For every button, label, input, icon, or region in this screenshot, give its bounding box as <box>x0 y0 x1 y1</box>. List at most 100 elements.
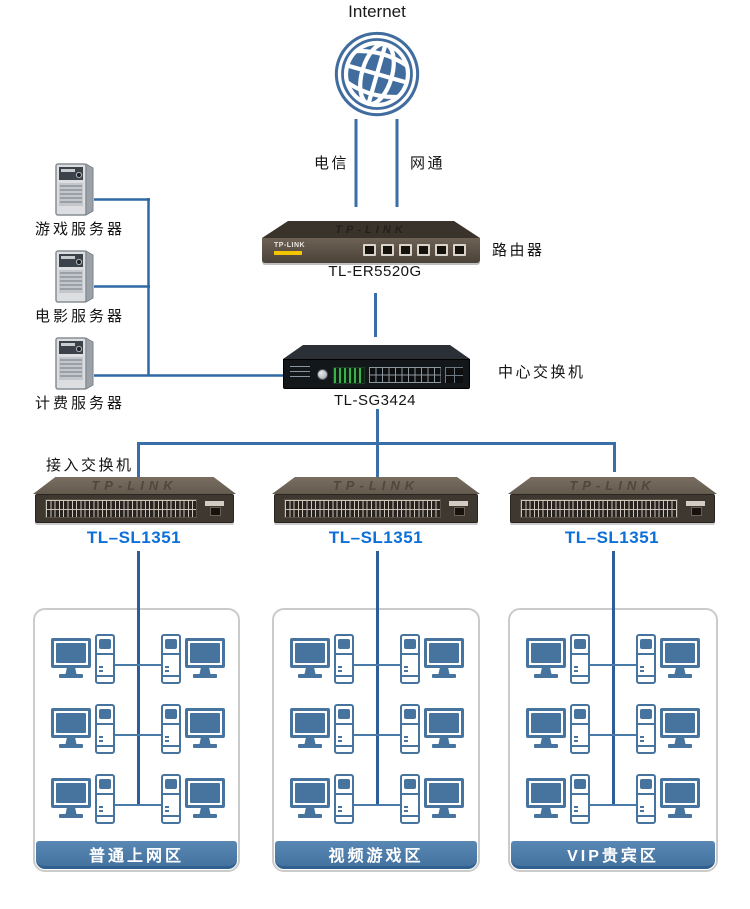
access-switch-ports <box>520 499 678 518</box>
access-switch-device: TP-LINK <box>272 477 480 525</box>
router-yellow-bar <box>274 251 302 255</box>
isp-label-netcom: 网通 <box>410 155 446 172</box>
computer-tower-icon <box>570 634 590 684</box>
router-ports <box>363 244 466 256</box>
computer-tower-icon <box>570 774 590 824</box>
core-switch-ports <box>369 367 441 383</box>
core-switch-model-label: TL-SG3424 <box>333 392 417 409</box>
server-label-movie: 电影服务器 <box>35 308 126 325</box>
computer-row <box>51 632 225 688</box>
uplink-port-icon <box>210 507 221 516</box>
access-switch-front-face <box>510 494 715 523</box>
desktop-monitor-icon <box>51 708 91 748</box>
desktop-monitor-icon <box>424 708 464 748</box>
desktop-monitor-icon <box>290 778 330 818</box>
ethernet-port-icon <box>399 244 412 256</box>
computer-tower-icon <box>95 774 115 824</box>
desktop-monitor-icon <box>526 708 566 748</box>
ethernet-port-icon <box>363 244 376 256</box>
zone-banner: 普通上网区 <box>36 841 237 869</box>
zone-banner: 视频游戏区 <box>275 841 477 869</box>
uplink-port-icon <box>691 507 702 516</box>
router-logo-text: TP-LINK <box>274 242 306 249</box>
access-switch-model-label: TL–SL1351 <box>564 528 660 547</box>
computer-tower-icon <box>95 634 115 684</box>
computer-tower-icon <box>161 704 181 754</box>
desktop-monitor-icon <box>526 638 566 678</box>
computer-tower-icon <box>161 774 181 824</box>
desktop-monitor-icon <box>290 638 330 678</box>
server-tower-icon <box>55 250 94 303</box>
computer-row <box>290 632 464 688</box>
router-top-face: TP-LINK <box>262 221 480 238</box>
internet-label: Internet <box>348 2 406 21</box>
router-role-label: 路由器 <box>492 242 545 259</box>
desktop-monitor-icon <box>424 778 464 818</box>
zone-normal-internet-area: 普通上网区 <box>33 608 240 872</box>
access-switch-top-face: TP-LINK <box>272 477 480 494</box>
computer-row <box>51 772 225 828</box>
core-switch-print <box>290 366 310 380</box>
access-switch-layer-label: 接入交换机 <box>46 457 134 474</box>
access-switch-top-face: TP-LINK <box>508 477 717 494</box>
computer-row <box>526 632 700 688</box>
computer-row <box>526 702 700 758</box>
core-switch-front-face <box>283 359 470 389</box>
computer-tower-icon <box>334 774 354 824</box>
core-switch-top-face <box>283 345 470 359</box>
desktop-monitor-icon <box>660 708 700 748</box>
desktop-monitor-icon <box>290 708 330 748</box>
router-logo: TP-LINK <box>274 242 305 255</box>
core-switch-device <box>283 345 470 393</box>
uplink-port-icon <box>454 507 465 516</box>
router-brand: TP-LINK <box>335 223 407 236</box>
access-switch-sticker <box>205 501 224 506</box>
computer-tower-icon <box>334 634 354 684</box>
ethernet-port-icon <box>435 244 448 256</box>
access-switch-device: TP-LINK <box>508 477 717 525</box>
server-tower-icon <box>55 163 94 216</box>
computer-row <box>290 702 464 758</box>
access-switch-front-face <box>274 494 478 523</box>
computer-tower-icon <box>636 774 656 824</box>
ethernet-port-icon <box>381 244 394 256</box>
computer-tower-icon <box>400 774 420 824</box>
server-label-billing: 计费服务器 <box>35 395 126 412</box>
computer-tower-icon <box>570 704 590 754</box>
computer-tower-icon <box>334 704 354 754</box>
access-switch-ports <box>284 499 441 518</box>
access-switch-brand: TP-LINK <box>569 478 656 493</box>
router-front-face: TP-LINK <box>262 238 480 263</box>
access-switch-ports <box>45 499 197 518</box>
desktop-monitor-icon <box>660 778 700 818</box>
computer-tower-icon <box>400 634 420 684</box>
access-switch-top-face: TP-LINK <box>33 477 236 494</box>
access-switch-model-label: TL–SL1351 <box>328 528 424 547</box>
computer-tower-icon <box>95 704 115 754</box>
server-label-game: 游戏服务器 <box>35 221 126 238</box>
zone-banner: VIP贵宾区 <box>511 841 715 869</box>
access-switch-brand: TP-LINK <box>332 478 420 493</box>
access-switch-device: TP-LINK <box>33 477 236 525</box>
router-model-label: TL-ER5520G <box>328 263 422 280</box>
zone-video-game-area: 视频游戏区 <box>272 608 480 872</box>
computer-row <box>290 772 464 828</box>
internet-globe-icon <box>334 31 420 117</box>
desktop-monitor-icon <box>51 638 91 678</box>
desktop-monitor-icon <box>424 638 464 678</box>
ethernet-port-icon <box>417 244 430 256</box>
zone-label: VIP贵宾区 <box>567 847 659 865</box>
ethernet-port-icon <box>453 244 466 256</box>
sfp-ports <box>445 367 463 383</box>
computer-tower-icon <box>636 704 656 754</box>
desktop-monitor-icon <box>185 638 225 678</box>
computer-row <box>51 702 225 758</box>
access-switch-model-label: TL–SL1351 <box>86 528 182 547</box>
access-switch-sticker <box>449 501 468 506</box>
server-tower-icon <box>55 337 94 390</box>
desktop-monitor-icon <box>526 778 566 818</box>
zone-label: 普通上网区 <box>88 847 184 865</box>
zone-vip-area: VIP贵宾区 <box>508 608 718 872</box>
computer-tower-icon <box>636 634 656 684</box>
